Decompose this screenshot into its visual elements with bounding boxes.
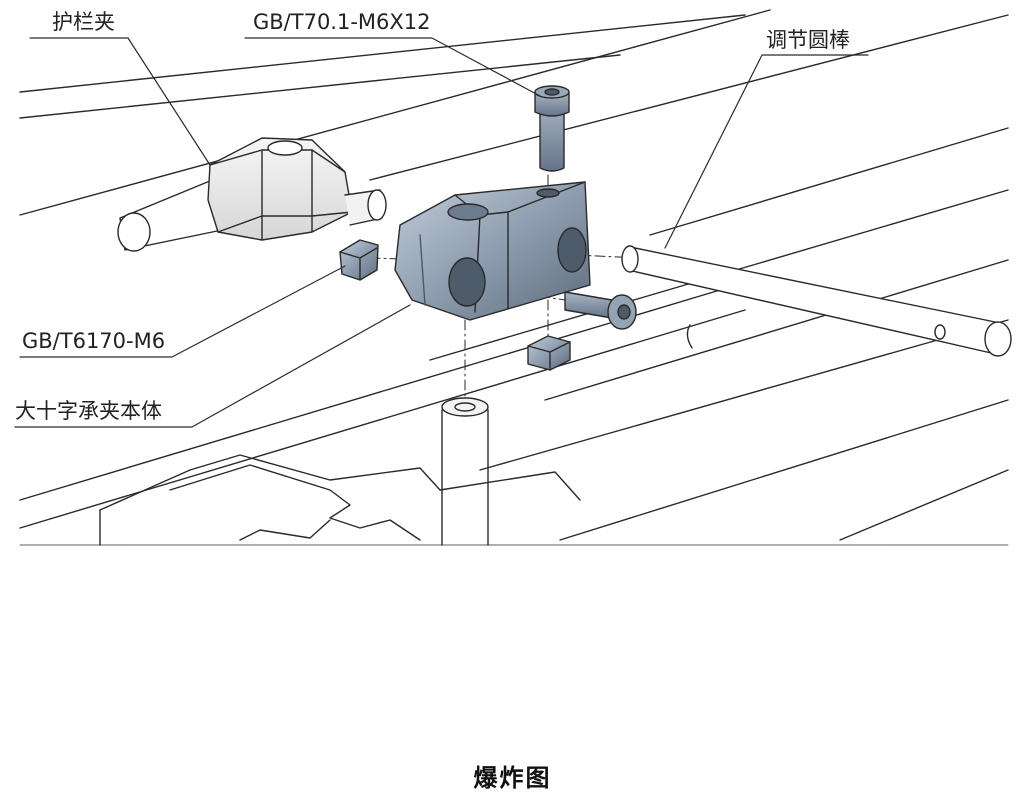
label-cross-clamp-body: 大十字承夹本体 [15, 399, 162, 423]
label-socket-screw: GB/T70.1-M6X12 [253, 10, 431, 34]
base-plate [99, 454, 581, 546]
label-guardrail-clamp: 护栏夹 [52, 10, 115, 34]
label-hex-nut: GB/T6170-M6 [22, 329, 166, 353]
socket-screw-top-part [534, 85, 570, 172]
vertical-post [441, 397, 489, 546]
guardrail-clamp-part [117, 137, 387, 252]
leader-lines [14, 37, 869, 428]
label-adjust-rod: 调节圆棒 [766, 28, 850, 52]
diagram-caption: 爆炸图 [473, 764, 552, 792]
hex-nut-bottom-part [527, 335, 571, 371]
adjust-rod-part [621, 245, 1012, 357]
cross-clamp-body-part [394, 181, 591, 321]
socket-screw-side-part [564, 291, 637, 330]
hex-nut-left-part [339, 239, 379, 281]
